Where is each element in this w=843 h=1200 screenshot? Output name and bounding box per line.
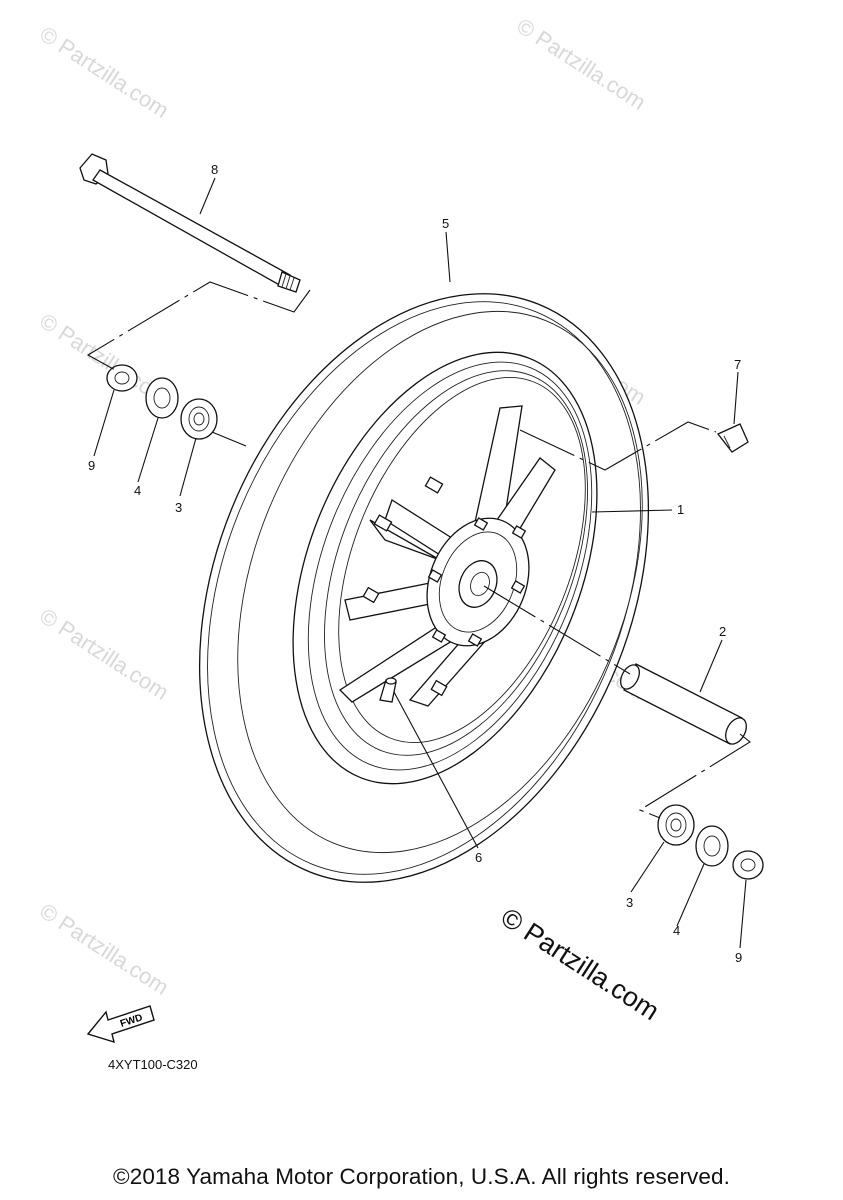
watermark-text: © Partzilla.com <box>35 603 173 705</box>
bearing-left <box>180 398 218 440</box>
callout-wheel: 1 <box>677 502 684 517</box>
watermark-text: © Partzilla.com <box>35 898 173 1000</box>
callout-valve: 6 <box>475 850 482 865</box>
collar-left <box>106 364 138 392</box>
callout-collar-left: 9 <box>88 458 95 473</box>
callout-oil-seal-right: 4 <box>673 923 680 938</box>
tire-valve <box>379 677 397 703</box>
axle-bolt <box>79 153 301 293</box>
bearing-right <box>657 804 695 846</box>
diagram-code: 4XYT100-C320 <box>108 1057 198 1072</box>
callout-oil-seal-left: 4 <box>134 483 141 498</box>
oil-seal-right <box>695 825 729 867</box>
callout-clip: 7 <box>734 357 741 372</box>
callout-collar-right: 9 <box>735 950 742 965</box>
callout-tire: 5 <box>442 216 449 231</box>
callout-axle-bolt: 8 <box>211 162 218 177</box>
watermark-text: © Partzilla.com <box>35 21 173 123</box>
watermark-text: © Partzilla.com <box>512 13 650 115</box>
collar-right <box>732 850 764 880</box>
callout-bearing-right: 3 <box>626 895 633 910</box>
oil-seal-left <box>145 377 179 419</box>
callout-bearing-left: 3 <box>175 500 182 515</box>
axle-collar <box>620 663 747 745</box>
wheel-hub <box>362 476 530 697</box>
leader-lines <box>93 177 747 949</box>
forward-arrow-icon: FWD <box>86 1005 155 1044</box>
assembly-lines <box>86 281 751 819</box>
callout-labels: 8 5 7 1 2 6 9 4 3 3 4 9 <box>88 162 742 965</box>
copyright-notice: ©2018 Yamaha Motor Corporation, U.S.A. A… <box>113 1164 730 1189</box>
callout-axle-collar: 2 <box>719 624 726 639</box>
clip <box>716 423 749 453</box>
